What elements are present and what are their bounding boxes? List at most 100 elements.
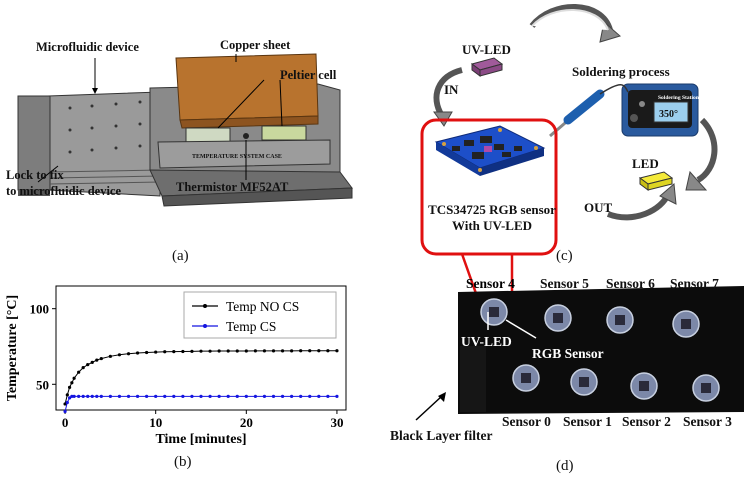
label-black-layer: Black Layer filter [390, 428, 493, 443]
label-led: LED [632, 156, 659, 171]
data-point [65, 400, 69, 405]
sensor-photo [415, 253, 744, 421]
x-tick-label: 20 [240, 415, 253, 430]
sensor-chip [489, 307, 499, 317]
label-sensor-6: Sensor 6 [606, 276, 655, 291]
data-point [217, 394, 221, 398]
y-axis-label: Temperature [°C] [5, 295, 20, 401]
label-sensor-1: Sensor 1 [563, 414, 612, 429]
data-point [280, 349, 285, 353]
station-temp: 350° [659, 109, 678, 120]
caption-d: (d) [556, 458, 574, 474]
station-label: Soldering Station [658, 95, 699, 101]
data-point [70, 381, 74, 385]
sensor-chip [701, 383, 711, 393]
label-rgb-sensor: RGB Sensor [532, 346, 604, 361]
sensor-chip [553, 313, 563, 323]
data-point [199, 349, 203, 353]
data-point [81, 394, 85, 398]
data-point [190, 349, 194, 353]
data-point [326, 349, 330, 353]
data-point [235, 349, 239, 353]
data-point [181, 349, 185, 354]
data-point [154, 394, 158, 398]
data-point [65, 393, 69, 397]
data-point [77, 394, 81, 398]
data-point [163, 394, 167, 398]
sensor-chip [681, 319, 691, 329]
data-point [72, 394, 76, 398]
data-point [299, 394, 303, 398]
label-sensor-5: Sensor 5 [540, 276, 589, 291]
data-point [308, 349, 312, 353]
sensor-chip [521, 373, 531, 383]
data-point [262, 394, 267, 398]
data-point [63, 402, 67, 406]
label-lock-line1: Lock to fix [6, 168, 64, 182]
label-uv-led-c: UV-LED [462, 42, 511, 57]
data-point [90, 394, 94, 398]
data-point [95, 394, 99, 398]
data-point [317, 394, 321, 398]
plot-frame [55, 285, 347, 411]
data-point [108, 354, 112, 358]
data-point [208, 394, 212, 398]
sensor-chip [579, 377, 589, 387]
legend-entry: Temp NO CS [226, 299, 299, 314]
sensor-chip [639, 381, 649, 391]
data-point [244, 349, 248, 353]
data-point [70, 394, 74, 398]
data-point [63, 409, 67, 414]
caption-b: (b) [174, 454, 192, 470]
legend-box [183, 291, 337, 339]
case-text: TEMPERATURE SYSTEM CASE [192, 154, 282, 160]
label-peltier-cell: Peltier cell [280, 68, 337, 82]
data-point [190, 394, 194, 398]
x-tick-label: 0 [62, 415, 69, 430]
data-point [95, 358, 99, 362]
y-tick-label: 50 [36, 377, 49, 392]
data-point [145, 350, 149, 355]
data-point [99, 394, 103, 398]
data-point [67, 385, 72, 389]
label-sensor-2: Sensor 2 [622, 414, 671, 429]
data-point [290, 349, 294, 353]
data-point [226, 349, 230, 353]
label-out: OUT [584, 200, 613, 215]
data-point [335, 394, 339, 398]
data-point [108, 394, 112, 398]
data-point [117, 353, 122, 357]
label-soldering-process: Soldering process [572, 64, 670, 79]
data-point [145, 394, 149, 398]
data-point [271, 349, 276, 353]
data-point [208, 349, 212, 353]
data-point [126, 394, 131, 398]
y-tick-label: 100 [30, 302, 50, 317]
sensor-chip [615, 315, 625, 325]
label-lock-line2: to microfluidic device [6, 184, 122, 198]
data-point [90, 360, 94, 364]
data-point [317, 349, 321, 353]
data-point [154, 350, 158, 354]
label-microfluidic-device: Microfluidic device [36, 40, 139, 54]
x-tick-label: 30 [330, 415, 343, 430]
data-point [67, 396, 72, 400]
data-point [262, 349, 267, 353]
x-axis-label: Time [minutes] [155, 432, 246, 447]
data-point [290, 394, 294, 398]
data-point [126, 352, 131, 356]
data-point [172, 350, 176, 354]
label-copper-sheet: Copper sheet [220, 38, 291, 52]
label-in: IN [444, 82, 459, 97]
label-sensor-0: Sensor 0 [502, 414, 551, 429]
label-sensor-line2: With UV-LED [451, 218, 533, 233]
data-point [253, 349, 257, 353]
label-sensor-4: Sensor 4 [466, 276, 515, 291]
data-point [299, 349, 303, 353]
data-point [335, 349, 339, 353]
legend-swatch-marker [203, 304, 207, 308]
series-line-1 [64, 395, 337, 412]
label-sensor-line1: TCS34725 RGB sensor [428, 202, 556, 217]
label-thermistor: Thermistor MF52AT [176, 180, 289, 194]
